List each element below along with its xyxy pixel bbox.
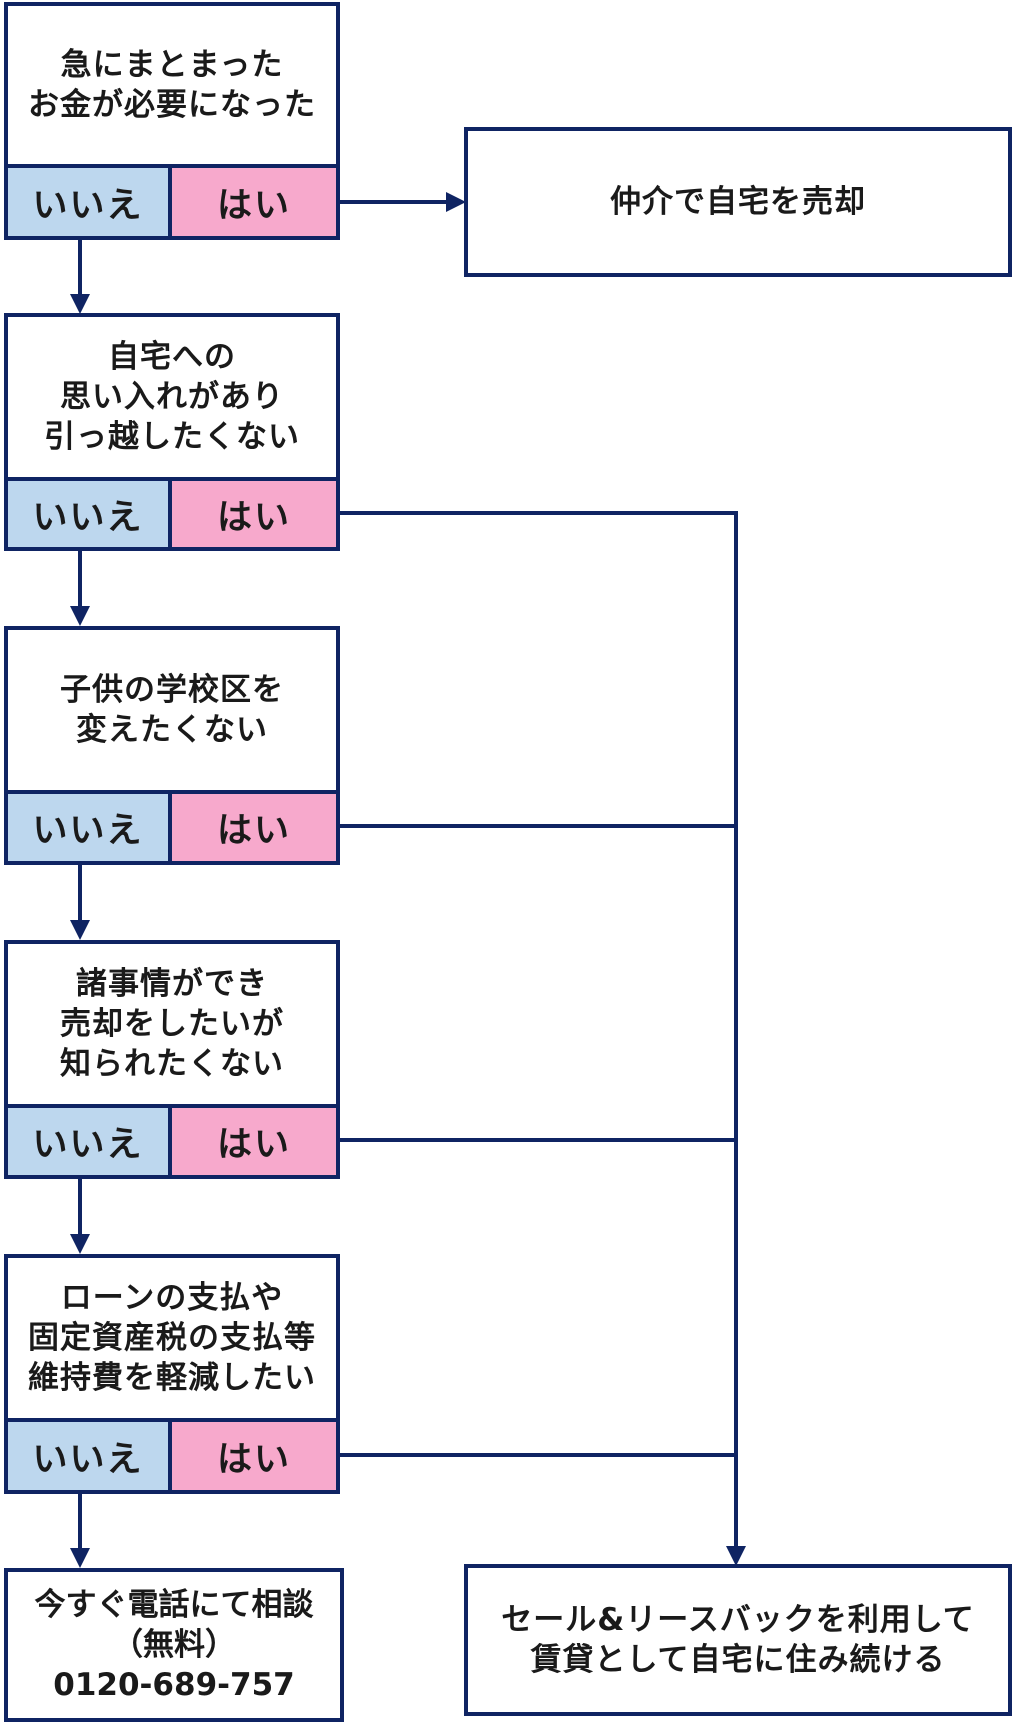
q1-no-answer: いいえ <box>4 164 172 240</box>
call-free-label: （無料） <box>112 1627 236 1663</box>
q3-yes-answer: はい <box>168 790 340 865</box>
question-4-text: 諸事情ができ 売却をしたいが 知られたくない <box>60 966 284 1082</box>
result-leaseback-text: セール&リースバックを利用して 賃貸として自宅に住み続ける <box>501 1602 975 1678</box>
question-1-box: 急にまとまった お金が必要になった <box>4 2 340 168</box>
phone-number: 0120-689-757 <box>53 1667 295 1703</box>
q5-yes-answer: はい <box>168 1418 340 1494</box>
question-3-box: 子供の学校区を 変えたくない <box>4 626 340 794</box>
arrowhead-sell <box>446 192 466 212</box>
question-3-text: 子供の学校区を 変えたくない <box>60 672 284 748</box>
result-leaseback-box: セール&リースバックを利用して 賃貸として自宅に住み続ける <box>464 1564 1012 1716</box>
q4-yes-answer: はい <box>168 1104 340 1179</box>
result-sell-box: 仲介で自宅を売却 <box>464 127 1012 277</box>
question-5-text: ローンの支払や 固定資産税の支払等 維持費を軽減したい <box>28 1280 316 1396</box>
q4-no-answer: いいえ <box>4 1104 172 1179</box>
question-2-text: 自宅への 思い入れがあり 引っ越したくない <box>44 339 300 455</box>
arrowhead-q5-call <box>70 1548 90 1568</box>
question-2-box: 自宅への 思い入れがあり 引っ越したくない <box>4 313 340 481</box>
question-5-box: ローンの支払や 固定資産税の支払等 維持費を軽減したい <box>4 1254 340 1422</box>
question-4-box: 諸事情ができ 売却をしたいが 知られたくない <box>4 940 340 1108</box>
arrowhead-leaseback <box>726 1546 746 1566</box>
q2-no-answer: いいえ <box>4 477 172 551</box>
q1-yes-answer: はい <box>168 164 340 240</box>
question-1-text: 急にまとまった お金が必要になった <box>28 47 316 123</box>
arrowhead-q2-q3 <box>70 606 90 626</box>
arrowhead-q4-q5 <box>70 1234 90 1254</box>
call-consult-label: 今すぐ電話にて相談 <box>34 1587 314 1623</box>
arrowhead-q1-q2 <box>70 294 90 314</box>
q2-yes-answer: はい <box>168 477 340 551</box>
result-sell-text: 仲介で自宅を売却 <box>610 184 866 220</box>
q5-no-answer: いいえ <box>4 1418 172 1494</box>
result-call-box: 今すぐ電話にて相談 （無料） 0120-689-757 <box>4 1568 344 1722</box>
q3-no-answer: いいえ <box>4 790 172 865</box>
arrowhead-q3-q4 <box>70 920 90 940</box>
